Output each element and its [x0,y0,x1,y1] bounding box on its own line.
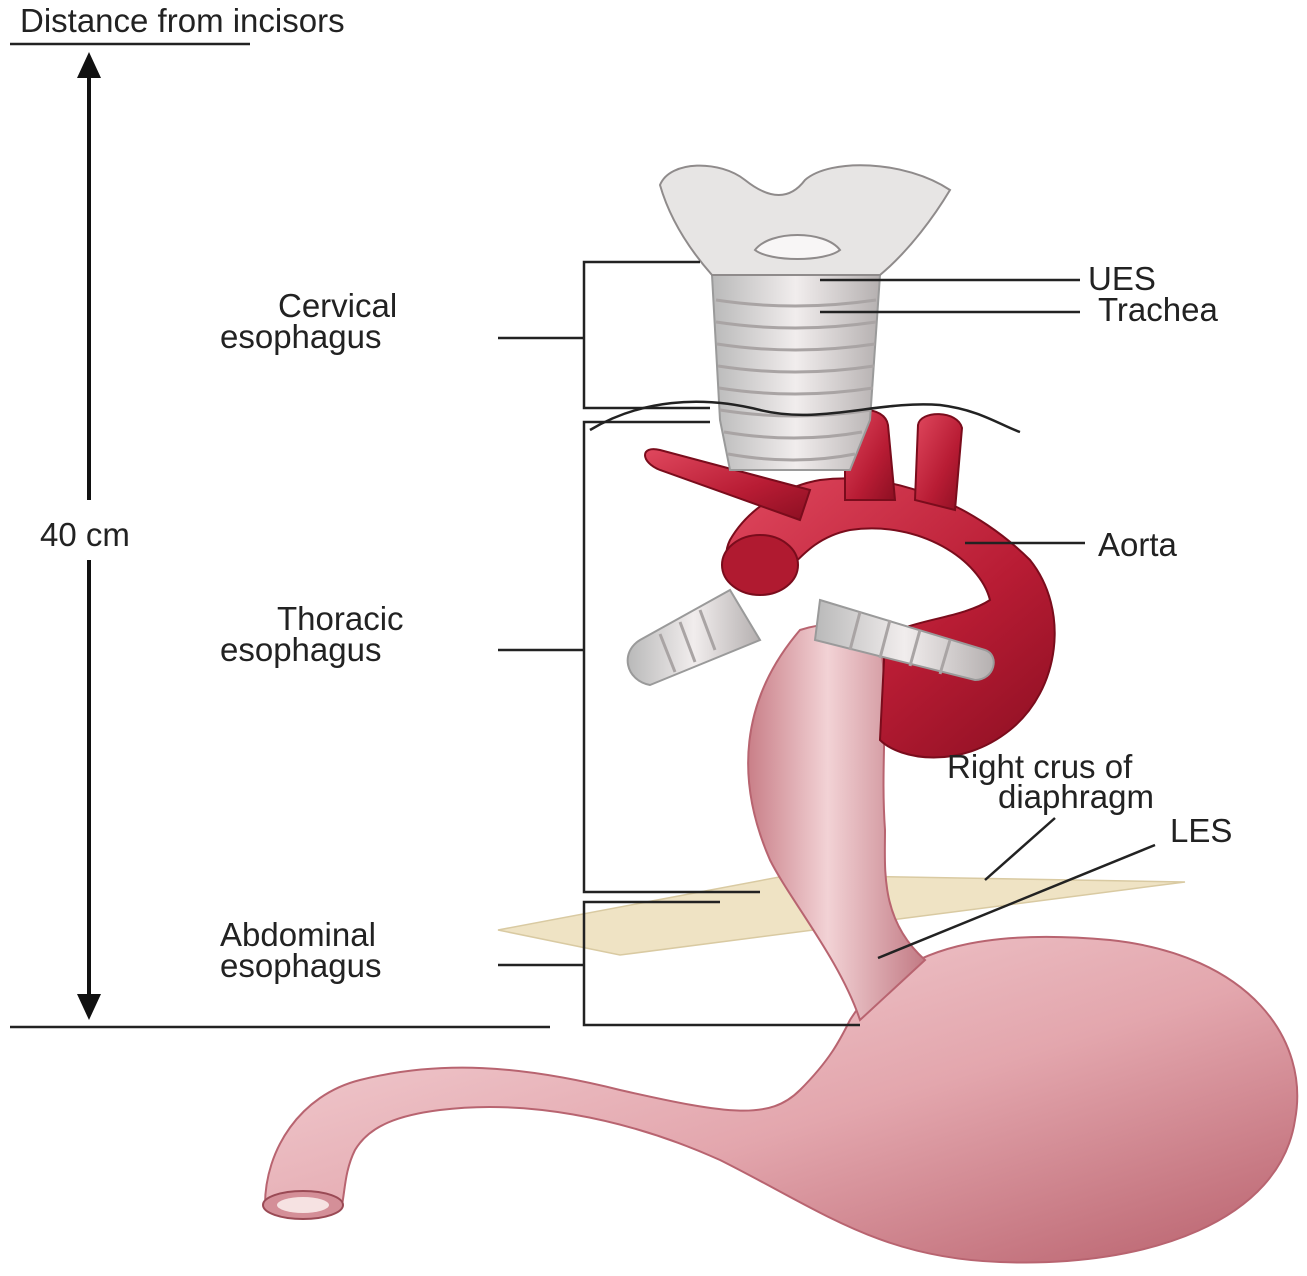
crus-leader [985,818,1055,880]
left-bronchus [628,590,760,685]
pylorus-lumen [277,1197,329,1213]
crus-label-line2: diaphragm [998,778,1154,815]
thoracic-label-line2: esophagus [220,631,381,668]
cervical-label: Cervical esophagus [220,287,397,355]
diagram-title: Distance from incisors [20,2,345,39]
thoracic-label: Thoracic esophagus [220,600,404,668]
cervical-bracket [584,262,710,408]
aorta-root [722,535,798,595]
length-label: 40 cm [40,516,130,553]
aorta-branch-2 [915,414,962,510]
crus-label: Right crus of diaphragm [947,748,1154,815]
les-label: LES [1170,812,1232,849]
trachea-label: Trachea [1098,291,1218,328]
stomach [265,937,1297,1263]
aorta-label: Aorta [1098,526,1178,563]
abdominal-label: Abdominal esophagus [220,916,381,984]
abdominal-label-line2: esophagus [220,947,381,984]
cervical-label-line2: esophagus [220,318,381,355]
